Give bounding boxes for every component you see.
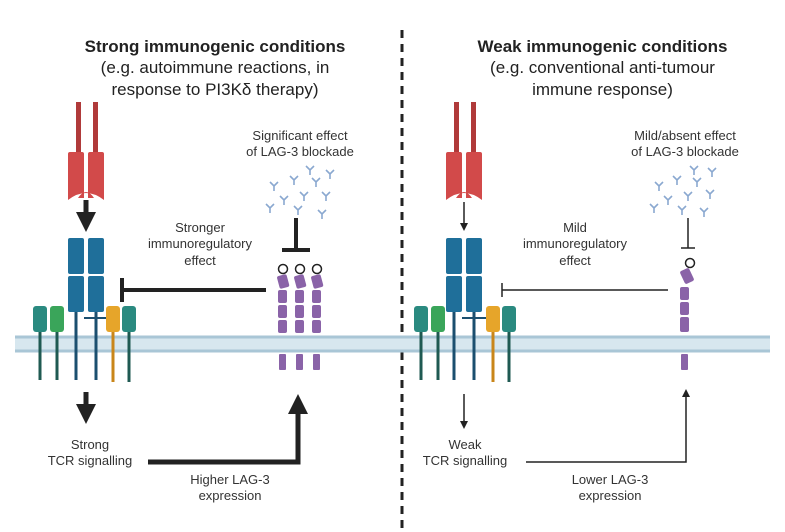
left-feedback-arrow [148, 394, 308, 465]
left-blockade-inhibition [282, 218, 310, 252]
right-title: Weak immunogenic conditions (e.g. conven… [430, 36, 775, 100]
left-title-line2: (e.g. autoimmune reactions, in [100, 58, 330, 78]
right-effect-line3: effect [559, 252, 591, 268]
right-expression-line2: expression [578, 488, 642, 504]
left-signal-label: Strong TCR signalling [20, 437, 160, 470]
left-lag3-molecules [277, 263, 324, 370]
left-expression-line1: Higher LAG-3 [190, 472, 270, 487]
right-title-bold: Weak immunogenic conditions [477, 37, 728, 56]
left-effect-label: Stronger immunoregulatory effect [130, 220, 270, 269]
right-lag3-molecule [680, 257, 696, 370]
right-blockade-label: Mild/absent effect of LAG-3 blockade [610, 128, 760, 161]
left-blockade-line1: Significant effect [252, 128, 348, 143]
left-expression-label: Higher LAG-3 expression [165, 472, 295, 505]
right-blockade-line2: of LAG-3 blockade [631, 144, 739, 160]
right-title-line3: immune response) [532, 79, 673, 99]
right-inhibition [501, 283, 668, 297]
left-mhc [68, 102, 104, 200]
left-signal-line2: TCR signalling [47, 453, 133, 469]
left-signal-line1: Strong [70, 437, 110, 452]
right-signal-line2: TCR signalling [422, 453, 508, 469]
right-expression-line1: Lower LAG-3 [571, 472, 649, 487]
left-title-line3: response to PI3Kδ therapy) [111, 79, 319, 99]
right-blockade-line1: Mild/absent effect [634, 128, 736, 143]
left-blockade-line2: of LAG-3 blockade [246, 144, 354, 160]
right-mhc [446, 102, 482, 200]
right-feedback-arrow [526, 389, 690, 463]
left-effect-line2: immunoregulatory [147, 236, 253, 252]
right-effect-line1: Mild [563, 220, 587, 235]
left-effect-line1: Stronger [175, 220, 225, 235]
left-inhibition [120, 278, 266, 302]
right-signal-label: Weak TCR signalling [395, 437, 535, 470]
left-blockade-label: Significant effect of LAG-3 blockade [225, 128, 375, 161]
right-effect-line2: immunoregulatory [522, 236, 628, 252]
right-coreceptors [414, 306, 516, 382]
cell-membrane [15, 335, 770, 353]
left-tcr [68, 238, 104, 380]
left-expression-line2: expression [198, 488, 262, 504]
left-title: Strong immunogenic conditions (e.g. auto… [40, 36, 390, 100]
left-antibody-cloud [265, 165, 335, 219]
right-expression-label: Lower LAG-3 expression [545, 472, 675, 505]
right-title-line2: (e.g. conventional anti-tumour [490, 58, 715, 78]
right-effect-label: Mild immunoregulatory effect [505, 220, 645, 269]
right-antibody-cloud [649, 165, 717, 217]
left-coreceptors [33, 306, 136, 382]
right-signal-line1: Weak [448, 437, 482, 452]
right-tcr [446, 238, 482, 380]
right-blockade-inhibition [681, 218, 695, 249]
left-title-bold: Strong immunogenic conditions [84, 37, 346, 56]
left-effect-line3: effect [184, 252, 216, 268]
